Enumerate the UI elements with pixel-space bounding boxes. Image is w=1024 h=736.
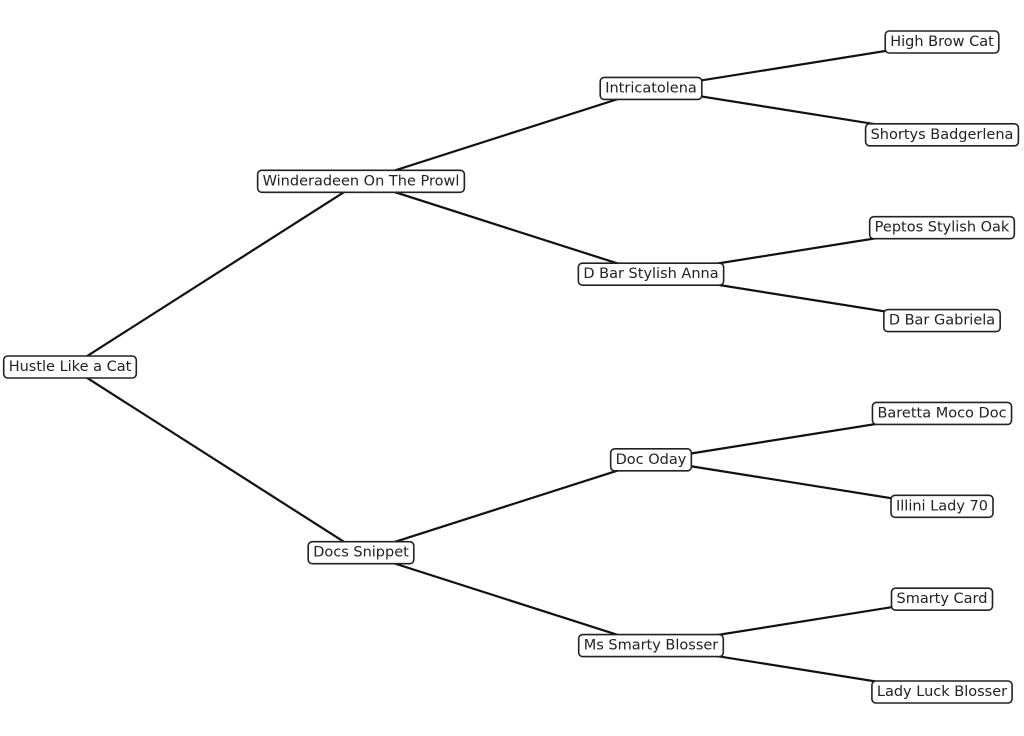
node-box: [884, 30, 1000, 54]
tree-node: Doc Oday: [609, 448, 693, 472]
node-box: [868, 215, 1016, 240]
tree-node: Baretta Moco Doc: [871, 401, 1013, 426]
tree-edge: [69, 366, 362, 554]
node-box: [890, 494, 994, 519]
node-label: Ms Smarty Blosser: [584, 638, 719, 654]
node-box: [871, 401, 1013, 426]
node-label: Docs Snippet: [313, 545, 409, 561]
node-box: [864, 123, 1020, 147]
tree-node: Illini Lady 70: [890, 494, 994, 519]
tree-edges: [69, 40, 943, 694]
node-box: [883, 308, 1001, 333]
node-box: [307, 540, 415, 565]
node-label: Doc Oday: [616, 452, 687, 468]
tree-edge: [360, 87, 652, 183]
node-box: [577, 633, 725, 658]
node-label: Smarty Card: [897, 591, 988, 607]
node-label: D Bar Gabriela: [889, 313, 995, 329]
tree-edge: [360, 458, 652, 554]
node-box: [599, 76, 703, 101]
node-label: Baretta Moco Doc: [877, 405, 1006, 421]
tree-edge: [360, 551, 652, 647]
node-label: Peptos Stylish Oak: [875, 220, 1010, 236]
node-label: Lady Luck Blosser: [877, 684, 1007, 700]
tree-node: D Bar Gabriela: [883, 308, 1001, 333]
node-box: [256, 169, 466, 194]
node-label: Intricatolena: [605, 80, 697, 96]
tree-edge: [69, 180, 362, 368]
node-label: Shortys Badgerlena: [871, 127, 1014, 143]
node-box: [609, 448, 693, 472]
tree-node: Hustle Like a Cat: [2, 355, 138, 379]
node-label: D Bar Stylish Anna: [583, 266, 718, 282]
tree-node: Smarty Card: [890, 587, 994, 611]
node-label: High Brow Cat: [890, 34, 994, 50]
tree-edge: [360, 180, 652, 276]
tree-node: Shortys Badgerlena: [864, 123, 1020, 147]
tree-node: Peptos Stylish Oak: [868, 215, 1016, 240]
node-label: Illini Lady 70: [896, 498, 988, 514]
tree-node: High Brow Cat: [884, 30, 1000, 54]
node-box: [577, 262, 725, 286]
tree-node: Intricatolena: [599, 76, 703, 101]
node-label: Winderadeen On The Prowl: [263, 173, 460, 189]
tree-nodes: Hustle Like a Cat Winderadeen On The Prow…: [2, 30, 1020, 704]
tree-node: Winderadeen On The Prowl: [256, 169, 466, 194]
node-box: [2, 355, 138, 379]
tree-node: Ms Smarty Blosser: [577, 633, 725, 658]
tree-node: Lady Luck Blosser: [871, 680, 1013, 704]
node-box: [890, 587, 994, 611]
tree-node: D Bar Stylish Anna: [577, 262, 725, 286]
node-label: Hustle Like a Cat: [9, 359, 132, 375]
tree-node: Docs Snippet: [307, 540, 415, 565]
node-box: [871, 680, 1013, 704]
